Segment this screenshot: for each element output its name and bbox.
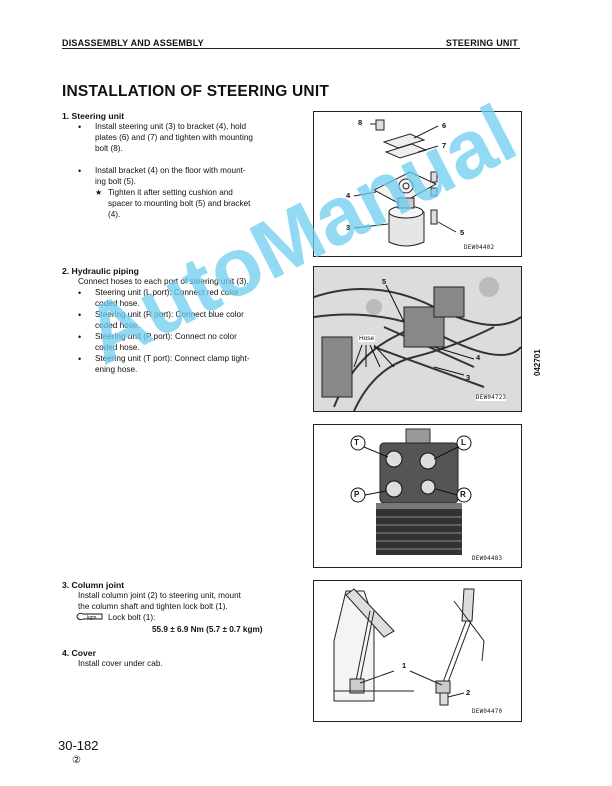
star-icon: ★ <box>95 188 103 197</box>
torque-wrench-icon: kgm <box>76 612 104 621</box>
callout-5: 5 <box>382 277 387 286</box>
text-line: coded hose. <box>95 299 140 308</box>
callout-hose: Hose <box>358 335 376 342</box>
text-line: Steering unit (L port): Connect red colo… <box>95 288 239 297</box>
figure-column-joint: 1 2 DEW04470 <box>313 580 522 722</box>
text-line: spacer to mounting bolt (5) and bracket <box>108 199 251 208</box>
text-line: Steering unit (R port): Connect blue col… <box>95 310 244 319</box>
bullet: • <box>78 310 82 320</box>
port-label-t: T <box>354 438 359 447</box>
text-line: Install cover under cab. <box>78 659 163 668</box>
callout-3: 3 <box>466 373 471 382</box>
figure-code: DEW04470 <box>472 709 503 715</box>
text-line: the column shaft and tighten lock bolt (… <box>78 602 228 611</box>
header-section-title: DISASSEMBLY AND ASSEMBLY <box>62 38 204 48</box>
text-line: Steering unit (P port): Connect no color <box>95 332 237 341</box>
port-label-r: R <box>460 490 466 499</box>
figure-steering-ports: T L P R DEW04483 <box>313 424 522 568</box>
text-line: Install column joint (2) to steering uni… <box>78 591 241 600</box>
figure-hydraulic-piping: 5 Hose 4 3 DEW04723 <box>313 266 522 412</box>
text-line: Lock bolt (1): <box>108 613 156 622</box>
revision-mark: ② <box>72 755 81 766</box>
section-2-heading: 2. Hydraulic piping <box>62 266 139 276</box>
text-line: Tighten it after setting cushion and <box>108 188 233 197</box>
port-label-p: P <box>354 490 360 499</box>
figure-steering-unit-assembly: 8 6 7 4 3 5 DEW04402 <box>313 111 522 257</box>
figure-code: DEW04402 <box>464 245 495 251</box>
callout-6: 6 <box>442 121 447 130</box>
header-rule <box>62 48 520 49</box>
torque-wrench-label: kgm <box>87 615 97 621</box>
hydraulic-piping-photo <box>314 267 521 411</box>
callout-2: 2 <box>466 688 471 697</box>
text-line: Steering unit (T port): Connect clamp ti… <box>95 354 250 363</box>
callout-7: 7 <box>442 141 447 150</box>
callout-4: 4 <box>476 353 481 362</box>
text-line: Install bracket (4) on the floor with mo… <box>95 166 246 175</box>
text-line: coded hose. <box>95 321 140 330</box>
callout-8: 8 <box>358 118 363 127</box>
section-4-heading: 4. Cover <box>62 648 96 658</box>
section-1-heading: 1. Steering unit <box>62 111 125 121</box>
header-chapter-title: STEERING UNIT <box>445 38 518 48</box>
figure-code: DEW04483 <box>472 556 503 562</box>
column-joint-drawing <box>333 588 485 706</box>
text-line: (4). <box>108 210 121 219</box>
steering-ports-photo <box>314 425 521 567</box>
text-line: ening hose. <box>95 365 138 374</box>
page-number: 30-182 <box>58 738 99 753</box>
text-line: plates (6) and (7) and tighten with moun… <box>95 133 253 142</box>
side-document-code: 042701 <box>533 349 542 376</box>
figure-code: DEW04723 <box>476 395 507 401</box>
bullet: • <box>78 166 82 176</box>
text-line: ing bolt (5). <box>95 177 136 186</box>
text-line: Install steering unit (3) to bracket (4)… <box>95 122 247 131</box>
text-line: bolt (8). <box>95 144 123 153</box>
callout-4: 4 <box>346 191 351 200</box>
callout-3: 3 <box>346 223 351 232</box>
steering-unit-exploded-drawing <box>353 119 457 247</box>
text-line: coded hose. <box>95 343 140 352</box>
section-3-heading: 3. Column joint <box>62 580 125 590</box>
bullet: • <box>78 354 82 364</box>
text-line: Connect hoses to each port of steering u… <box>78 277 249 286</box>
port-label-l: L <box>461 438 466 447</box>
torque-value: 55.9 ± 6.9 Nm (5.7 ± 0.7 kgm) <box>152 625 263 634</box>
callout-1: 1 <box>402 661 407 670</box>
page-title: INSTALLATION OF STEERING UNIT <box>62 83 329 100</box>
bullet: • <box>78 122 82 132</box>
callout-5: 5 <box>460 228 465 237</box>
bullet: • <box>78 332 82 342</box>
bullet: • <box>78 288 82 298</box>
